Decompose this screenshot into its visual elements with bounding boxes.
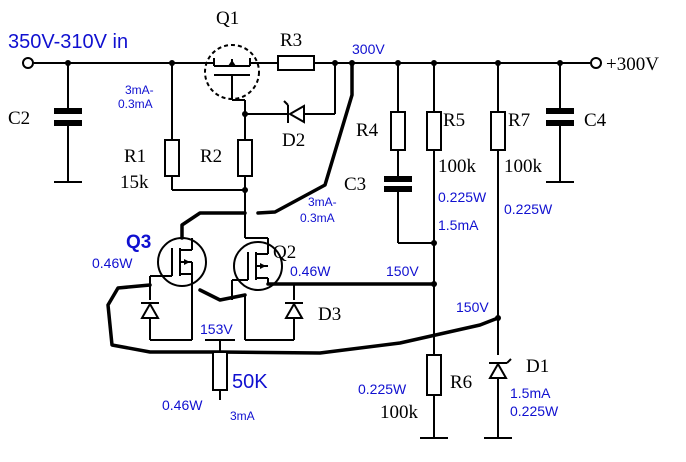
resistor-r2 <box>232 99 253 238</box>
r7-value-label: 100k <box>504 156 543 177</box>
node-150v-b-label: 150V <box>456 299 489 315</box>
node-150v-a-label: 150V <box>386 263 419 279</box>
pot-current-label: 3mA <box>230 409 255 423</box>
r5-value-label: 100k <box>438 156 477 177</box>
hand-drawn-wires <box>106 61 500 355</box>
zener-d3 <box>245 284 304 341</box>
resistor-r1 <box>164 63 245 191</box>
resistor-r7 <box>490 63 506 355</box>
potentiometer-50k <box>205 339 235 400</box>
node-153v-label: 153V <box>200 321 233 337</box>
r1-value-label: 15k <box>120 172 149 193</box>
input-voltage-label: 350V-310V in <box>8 31 128 53</box>
c4-label: C4 <box>584 110 607 131</box>
resistor-r4-capacitor-c3 <box>384 63 437 246</box>
zener-d1 <box>484 358 512 439</box>
pot-power-label: 0.46W <box>162 397 203 413</box>
d1-current-label: 1.5mA <box>510 385 551 401</box>
r5-label: R5 <box>443 110 465 131</box>
zener-q3-gate <box>140 285 193 341</box>
r3-label: R3 <box>280 30 302 51</box>
top-rail-junctions <box>65 60 563 66</box>
c3-label: C3 <box>344 174 366 195</box>
pot-value-label: 50K <box>232 371 268 393</box>
q1-label: Q1 <box>216 8 239 29</box>
r2-current-label-2: 0.3mA <box>300 211 335 225</box>
r7-power-label: 0.225W <box>504 201 553 217</box>
node-300v-label: 300V <box>352 41 385 57</box>
resistor-r3 <box>277 55 315 71</box>
q3-label: Q3 <box>126 232 151 253</box>
c2-label: C2 <box>8 108 30 129</box>
output-label: +300V <box>606 54 659 75</box>
r6-power-label: 0.225W <box>358 381 407 397</box>
r5-power-label: 0.225W <box>438 189 487 205</box>
d1-label: D1 <box>526 356 549 377</box>
junction-150v <box>431 281 437 287</box>
capacitor-c2 <box>54 63 82 183</box>
d1-power-label: 0.225W <box>510 403 559 419</box>
capacitor-c4 <box>546 63 574 183</box>
r1-current-label: 3mA- <box>125 83 154 97</box>
resistor-r6 <box>420 354 448 439</box>
r1-current-label-2: 0.3mA <box>118 97 153 111</box>
d3-label: D3 <box>318 304 341 325</box>
input-terminal <box>22 57 34 69</box>
mosfet-q3 <box>149 237 207 290</box>
output-terminal <box>590 57 602 69</box>
q3-power-label: 0.46W <box>92 255 133 271</box>
mosfet-q1 <box>204 44 260 100</box>
r2-label: R2 <box>200 146 222 167</box>
r2-current-label: 3mA- <box>308 195 337 209</box>
r1-label: R1 <box>124 146 146 167</box>
r6-value-label: 100k <box>380 402 419 423</box>
r7-label: R7 <box>508 110 530 131</box>
q2-label: Q2 <box>273 242 296 263</box>
diode-d2 <box>245 63 336 124</box>
r4-label: R4 <box>356 120 379 141</box>
q2-power-label: 0.46W <box>290 263 331 279</box>
resistor-r5 <box>426 63 442 355</box>
r6-label: R6 <box>450 372 472 393</box>
d2-label: D2 <box>282 130 305 151</box>
mosfet-q2 <box>231 237 283 340</box>
r5-current-label: 1.5mA <box>438 217 479 233</box>
